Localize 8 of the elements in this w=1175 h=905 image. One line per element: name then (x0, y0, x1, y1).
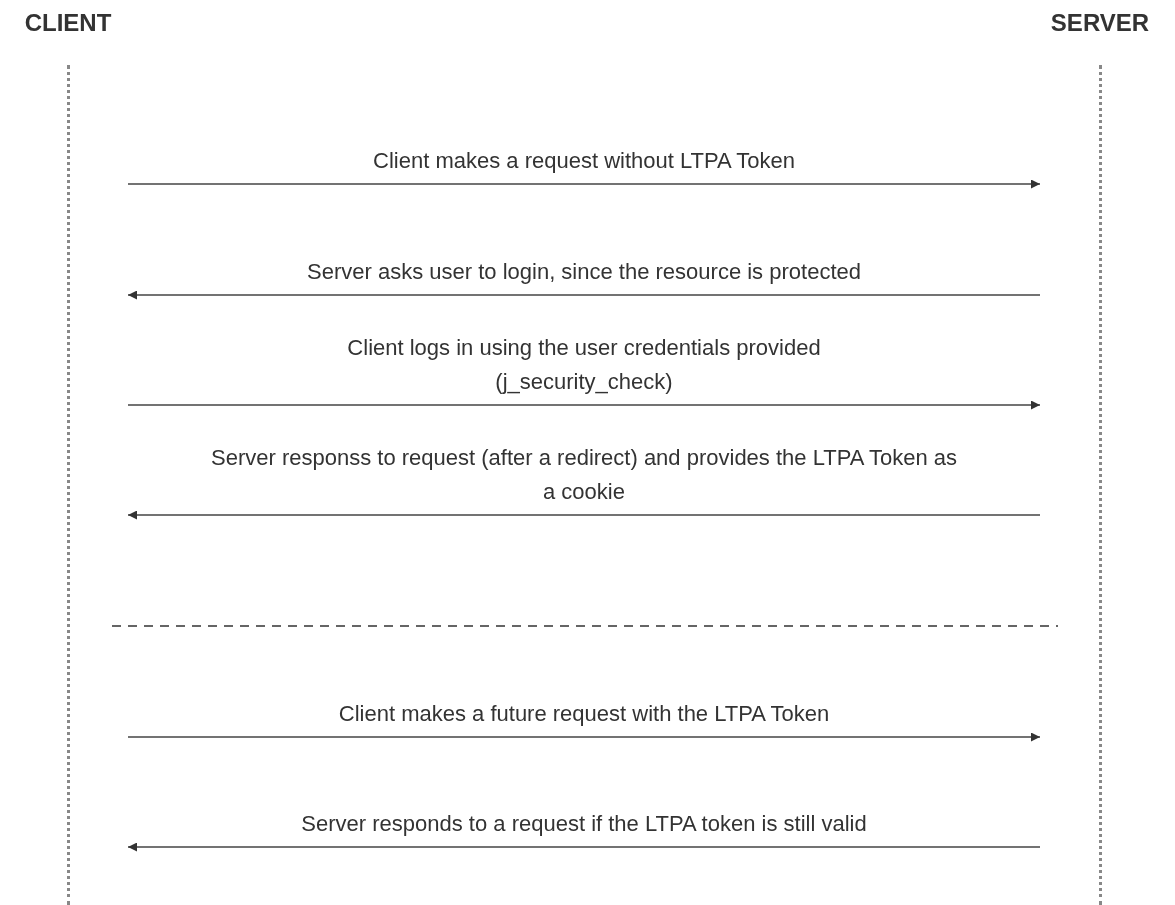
message-arrow (127, 179, 1041, 189)
participant-label: CLIENT (24, 8, 112, 38)
message-arrow (127, 510, 1041, 520)
message-arrow (127, 842, 1041, 852)
message-arrow (127, 290, 1041, 300)
message-arrow (127, 400, 1041, 410)
message-arrow (127, 732, 1041, 742)
participant-label: SERVER (1050, 8, 1150, 38)
